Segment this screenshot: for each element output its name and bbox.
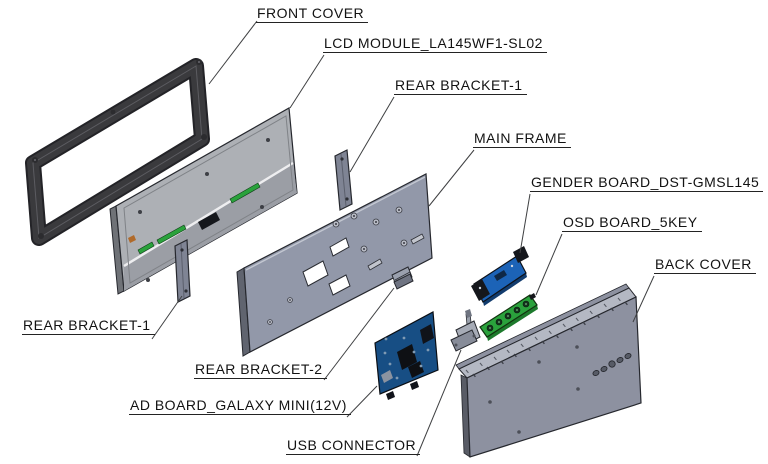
front-cover-part xyxy=(25,58,210,246)
lcd-edge-highlight xyxy=(123,161,294,268)
screw xyxy=(260,205,264,209)
leader-ad-board xyxy=(346,385,378,418)
ad-board-tab xyxy=(410,381,419,390)
main-frame-cutout xyxy=(329,237,350,257)
lcd-pcb-strip xyxy=(156,224,187,245)
back-cover-vent-holes xyxy=(472,301,628,378)
board-hole xyxy=(478,286,482,290)
label-back-cover: BACK COVER xyxy=(654,257,756,274)
leader-usb-connector xyxy=(416,349,462,457)
leader-back-cover xyxy=(632,275,655,323)
ad-board-part xyxy=(374,311,439,400)
screw xyxy=(146,278,150,282)
label-ad-board: AD BOARD_GALAXY MINI(12V) xyxy=(129,398,351,415)
main-frame-part xyxy=(236,173,433,357)
lcd-pcb-strip xyxy=(137,241,155,255)
back-cover-vent-holes-row2 xyxy=(465,297,621,374)
back-cover-face xyxy=(466,296,642,458)
ad-board-chip xyxy=(397,344,417,370)
gender-board-edge xyxy=(483,273,527,306)
label-front-cover: FRONT COVER xyxy=(256,6,369,23)
usb-base xyxy=(450,329,478,352)
osd-board-edge xyxy=(487,305,538,341)
front-cover-tab xyxy=(110,109,116,115)
screw xyxy=(138,210,142,214)
leader-gender-board xyxy=(519,193,531,254)
gender-board-connector xyxy=(471,279,490,301)
main-frame-bosses xyxy=(267,206,408,325)
gender-board-connector xyxy=(513,246,529,263)
label-main-frame: MAIN FRAME xyxy=(473,131,571,148)
label-lcd-module: LCD MODULE_LA145WF1-SL02 xyxy=(323,36,547,53)
osd-board-part xyxy=(479,293,538,341)
bracket-groove xyxy=(340,153,347,207)
lcd-module-part xyxy=(109,107,298,295)
leader-lines xyxy=(151,20,655,457)
main-frame-slot xyxy=(410,233,425,245)
leader-osd-board xyxy=(535,233,563,296)
main-frame-slot xyxy=(367,258,383,271)
bracket-groove xyxy=(180,243,185,299)
lcd-orange-connector xyxy=(128,235,136,243)
bracket2-bottom xyxy=(393,273,414,290)
lcd-lower-band xyxy=(124,163,297,291)
rear-bracket-2-part xyxy=(391,266,414,290)
screw-hole xyxy=(472,334,476,338)
label-rear-bracket-2: REAR BRACKET-2 xyxy=(194,362,327,379)
ad-board-tab xyxy=(386,391,395,400)
label-rear-bracket-1-top: REAR BRACKET-1 xyxy=(394,78,527,95)
leader-main-frame xyxy=(428,149,475,207)
label-usb-connector: USB CONNECTOR xyxy=(286,438,421,455)
front-cover-corner-tab xyxy=(201,134,207,140)
rear-bracket-1-bottom-part xyxy=(174,239,191,303)
main-frame-face xyxy=(243,173,433,353)
label-osd-board: OSD BOARD_5KEY xyxy=(562,215,702,232)
label-gender-board: GENDER BOARD_DST-GMSL145 xyxy=(530,175,764,192)
label-rear-bracket-1-bottom: REAR BRACKET-1 xyxy=(22,318,155,335)
screw-hole xyxy=(198,61,200,63)
screw-hole xyxy=(180,248,184,252)
board-hole xyxy=(510,264,514,268)
gender-board-part xyxy=(471,246,529,306)
bracket2-slot xyxy=(394,271,411,281)
back-cover-button-holes xyxy=(592,353,632,376)
leader-rear-bracket-1-bottom xyxy=(151,295,183,340)
screw-hole xyxy=(345,197,349,201)
back-cover-part xyxy=(455,283,642,458)
screw-hole xyxy=(340,157,344,161)
osd-board-connector xyxy=(529,293,536,300)
back-cover-screws xyxy=(488,345,580,434)
leader-front-cover xyxy=(208,20,258,85)
front-cover-corner-tab xyxy=(38,233,44,239)
usb-pin-tip xyxy=(465,309,472,318)
leader-rear-bracket-1-top xyxy=(349,96,395,173)
usb-connector-part xyxy=(450,309,481,352)
lcd-bezel-line xyxy=(123,115,294,284)
screw xyxy=(266,138,270,142)
gender-board-chip xyxy=(494,270,507,281)
main-frame-cutout xyxy=(328,274,351,296)
osd-buttons xyxy=(486,300,530,332)
main-frame-cutout xyxy=(302,260,329,287)
leader-lcd-module xyxy=(289,54,325,109)
ad-board-solder-dots xyxy=(383,336,430,380)
lcd-pcb-strip xyxy=(229,182,261,204)
screw xyxy=(205,172,209,176)
rear-bracket-1-top-part xyxy=(334,149,353,211)
ad-board-connector xyxy=(381,370,393,383)
screw-hole xyxy=(34,159,36,161)
lcd-connector xyxy=(198,212,220,230)
ad-board-heatsink xyxy=(420,324,434,344)
leader-rear-bracket-2 xyxy=(323,287,395,381)
screw-hole xyxy=(454,343,458,347)
screw-hole xyxy=(184,289,188,293)
